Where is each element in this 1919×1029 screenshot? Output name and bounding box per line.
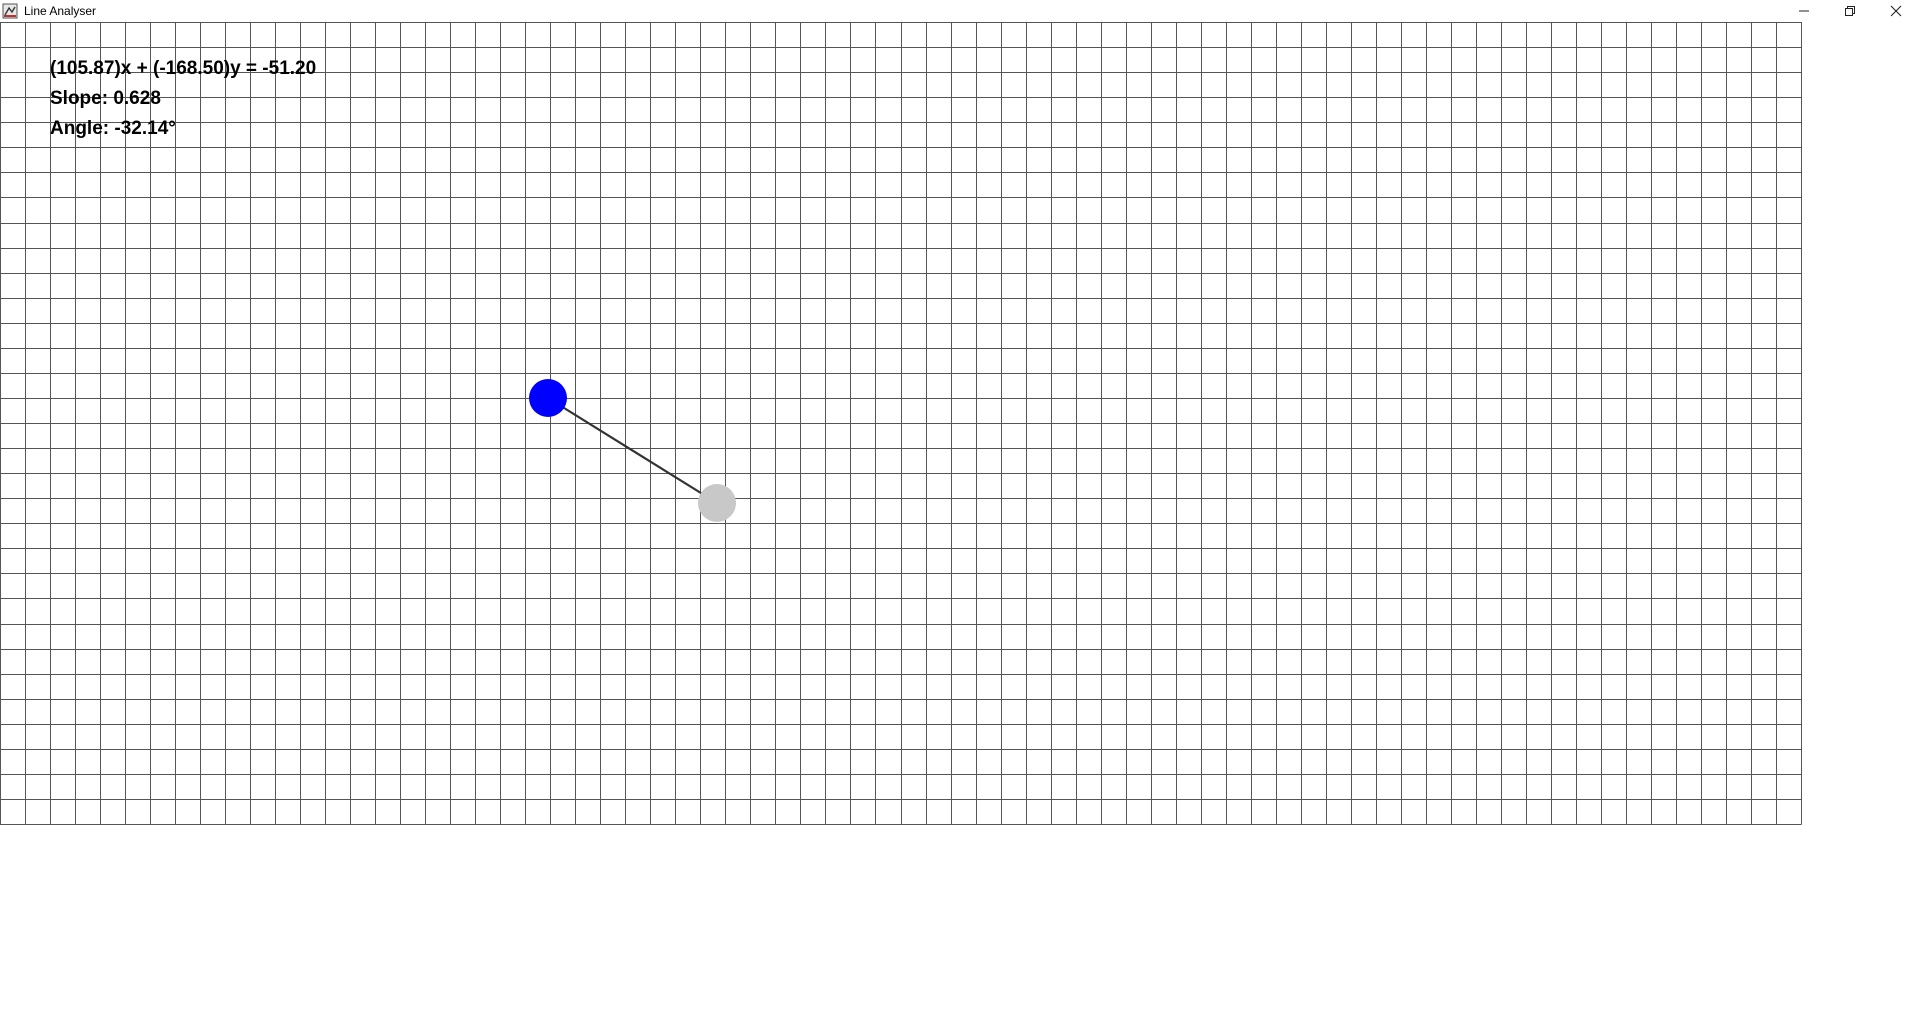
equation-text: (105.87)x + (-168.50)y = -51.20 — [50, 58, 317, 79]
close-icon — [1890, 5, 1902, 17]
drawing-canvas[interactable]: (105.87)x + (-168.50)y = -51.20 Slope: 0… — [0, 22, 1919, 1029]
grid-canvas[interactable] — [0, 22, 1919, 1029]
title-bar: Line Analyser — [0, 0, 1919, 22]
angle-text: Angle: -32.14° — [50, 118, 176, 139]
minimize-button[interactable] — [1781, 0, 1827, 22]
restore-button[interactable] — [1827, 0, 1873, 22]
close-button[interactable] — [1873, 0, 1919, 22]
restore-icon — [1845, 6, 1855, 16]
window-title: Line Analyser — [24, 4, 97, 18]
slope-text: Slope: 0.628 — [50, 88, 161, 109]
line-readout: (105.87)x + (-168.50)y = -51.20 Slope: 0… — [50, 54, 316, 144]
grid — [0, 22, 1802, 825]
start-point-handle[interactable] — [529, 379, 567, 417]
minimize-icon — [1799, 10, 1809, 12]
app-icon — [2, 3, 18, 19]
line-segment — [547, 397, 718, 504]
end-point-handle[interactable] — [698, 484, 736, 522]
window-controls — [1781, 0, 1919, 22]
